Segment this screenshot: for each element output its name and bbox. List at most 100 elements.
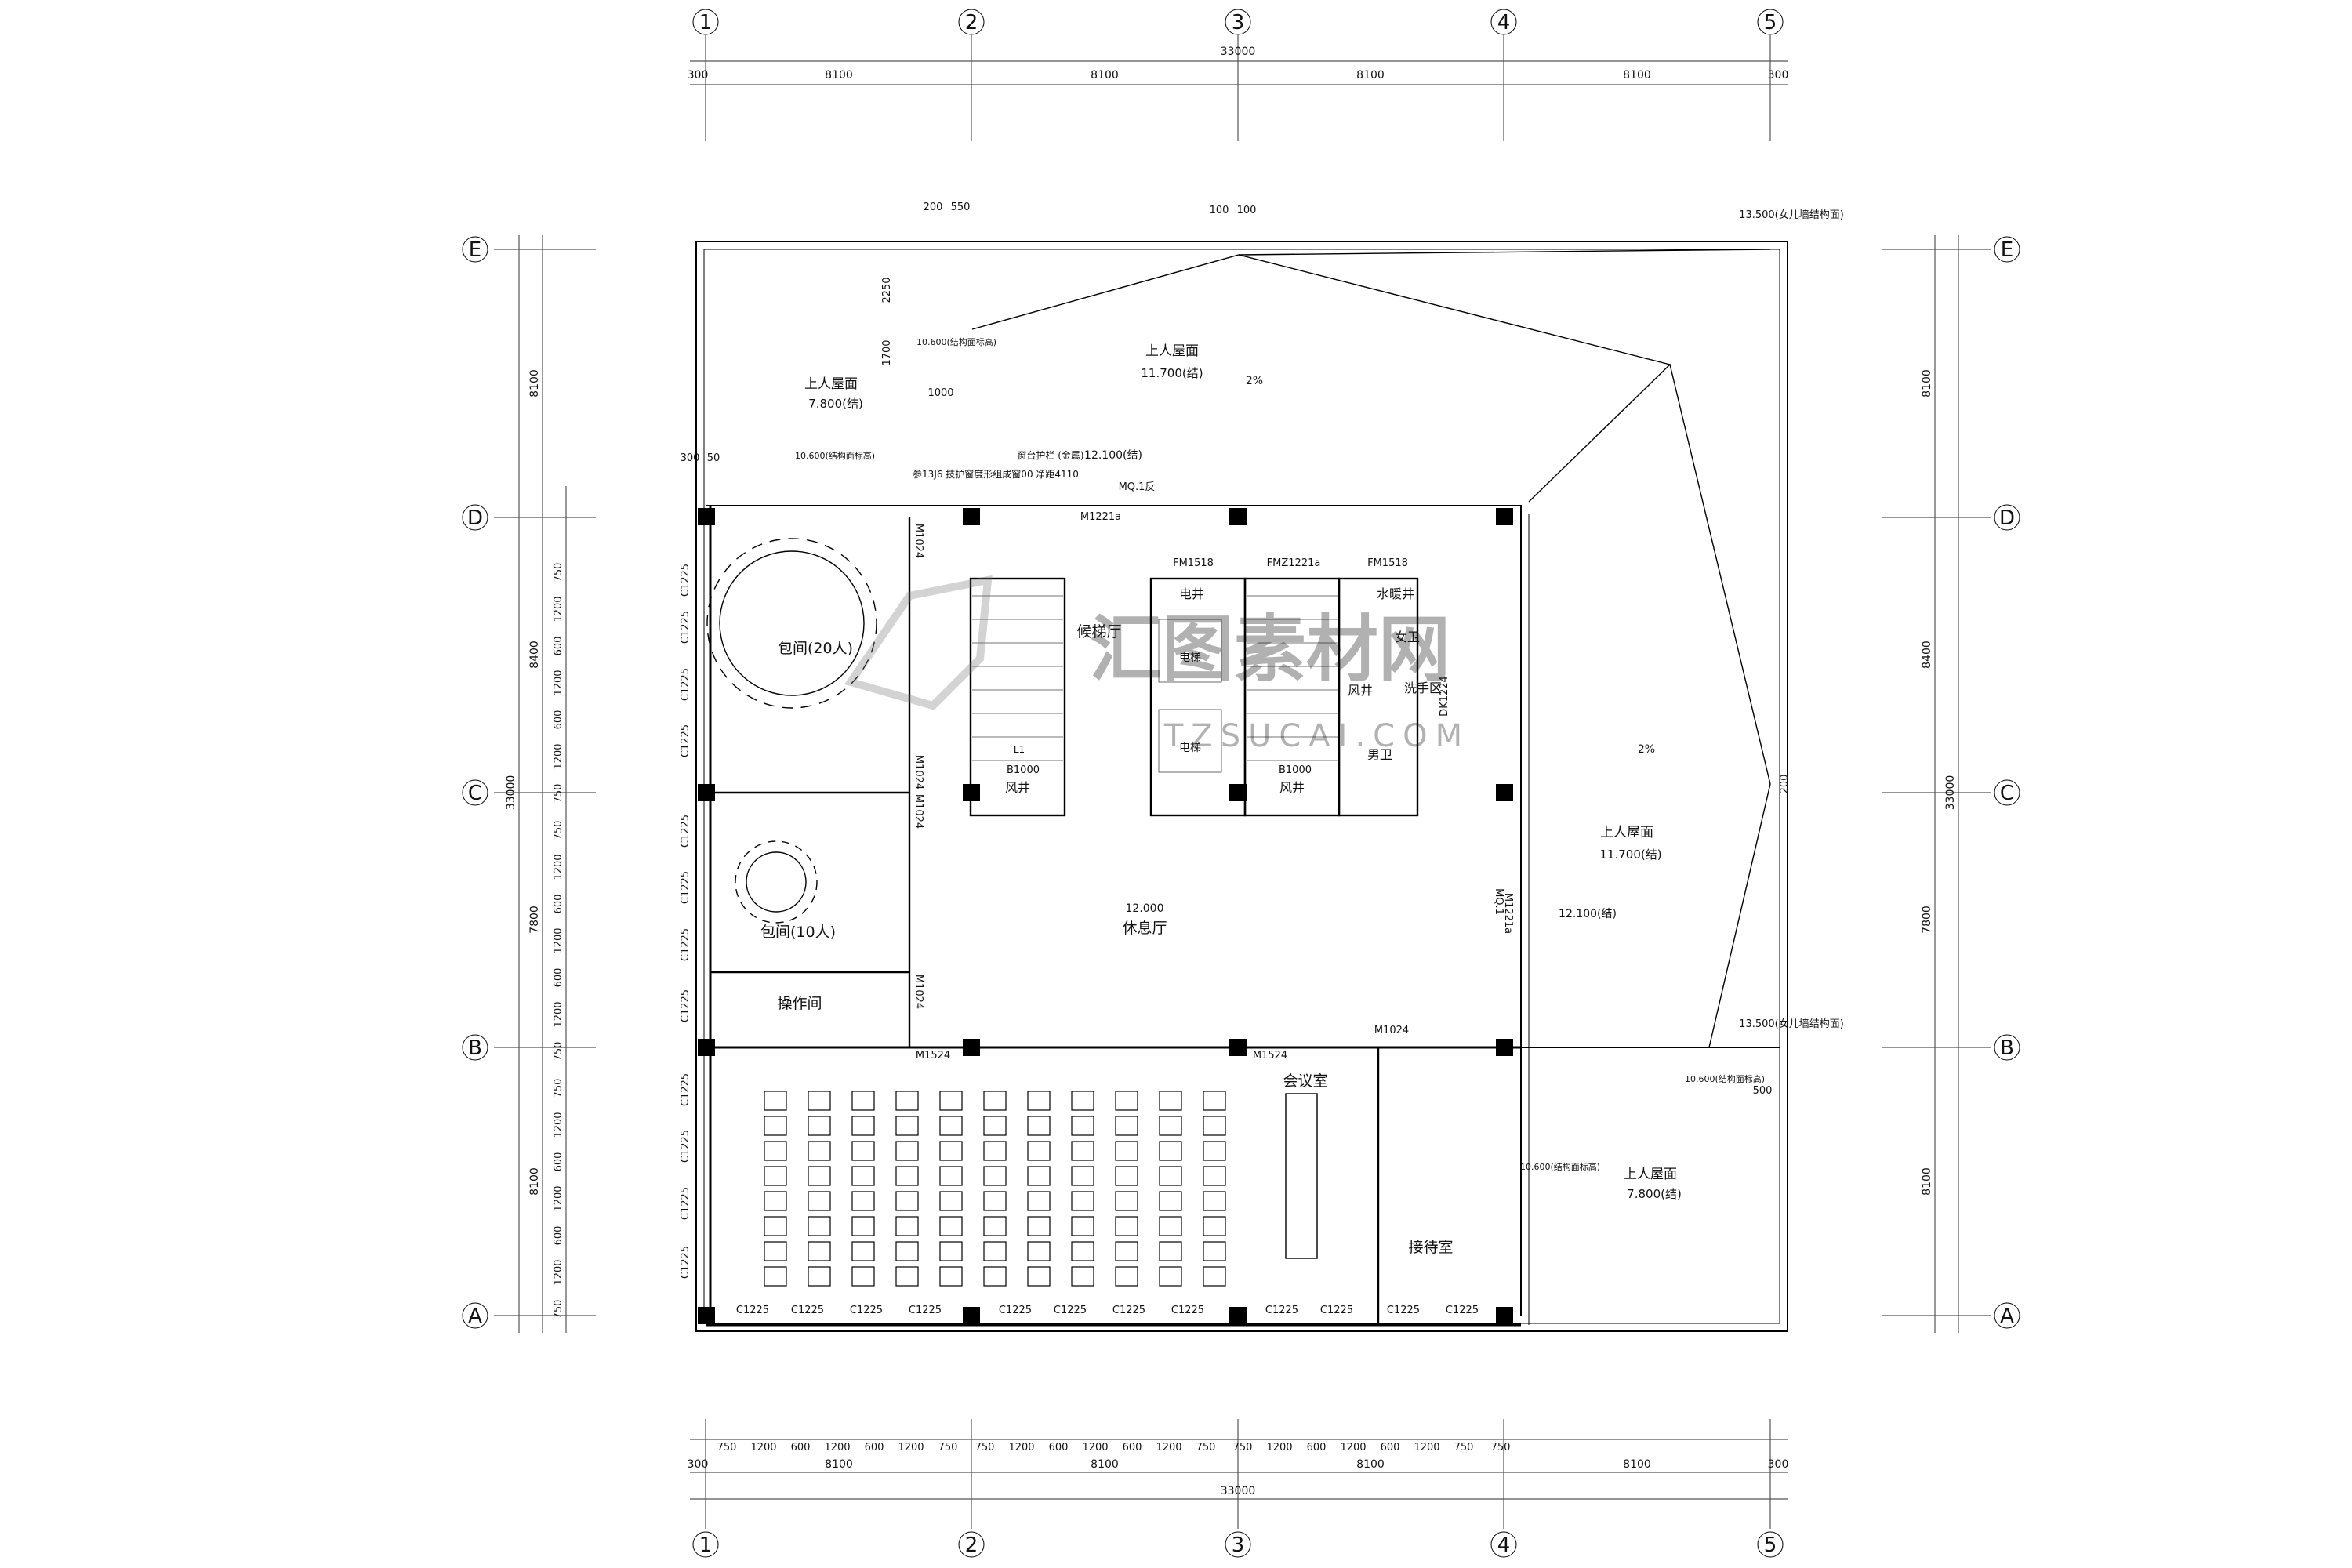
axis-col-1-top: 1 [699, 11, 713, 34]
meeting-seat [895, 1166, 919, 1186]
axis-col-2-top: 2 [965, 11, 978, 34]
meeting-seat [1159, 1141, 1182, 1161]
win-bottom-10: C1225 [1320, 1305, 1353, 1316]
parapet-low-elev-2: 10.600(结构面标高) [795, 450, 875, 461]
meeting-seat [851, 1141, 875, 1161]
win-left-5: C1225 [680, 815, 691, 848]
dim-total-right: 33000 [1944, 775, 1957, 811]
win-bottom-12: C1225 [1446, 1305, 1479, 1316]
meeting-seat [851, 1091, 875, 1111]
axis-grid-lines [494, 35, 1991, 1529]
door-b1000-1: B1000 [1007, 764, 1040, 776]
bottom-detail-dim: 750 [1454, 1442, 1474, 1454]
parapet-low-elev-1: 10.600(结构面标高) [916, 336, 996, 347]
detail-note: 参13J6 技护窗度形组成窗00 净距4110 [913, 468, 1079, 480]
meeting-seat [1071, 1191, 1094, 1211]
win-left-8: C1225 [680, 989, 691, 1022]
door-m1024-4: M1024 [913, 975, 924, 1009]
meeting-seat [895, 1116, 919, 1136]
door-m1221a-2: M1221a [1502, 893, 1514, 934]
meeting-seat [851, 1241, 875, 1261]
meeting-seat [1071, 1216, 1094, 1236]
roof-main-label: 上人屋面 [1145, 343, 1199, 359]
win-bottom-4: C1225 [909, 1305, 942, 1316]
room-elevator-hall: 候梯厅 [1076, 623, 1121, 641]
bottom-detail-dim: 750 [975, 1442, 995, 1454]
dim-left-2: 7800 [528, 906, 541, 934]
misc-100b: 100 [1237, 205, 1257, 216]
bottom-detail-dim: 600 [1123, 1442, 1142, 1454]
door-m1221a-1: M1221a [1080, 511, 1121, 523]
meeting-seat [1159, 1241, 1182, 1261]
win-bottom-5: C1225 [999, 1305, 1032, 1316]
room-wind-shaft-1: 风井 [1005, 780, 1030, 795]
left-detail-dim: 750 [553, 1042, 564, 1062]
meeting-seats [764, 1091, 1226, 1287]
bottom-detail-dim: 750 [717, 1442, 737, 1454]
meeting-seat [1027, 1166, 1051, 1186]
misc-500: 500 [1753, 1085, 1773, 1097]
door-m1024-3: M1024 [913, 794, 924, 829]
win-bottom-8: C1225 [1171, 1305, 1204, 1316]
bottom-detail-dim: 1200 [824, 1442, 850, 1454]
axis-row-b-right: B [2000, 1036, 2014, 1060]
meeting-seat [983, 1216, 1007, 1236]
door-m1024-5: M1024 [1374, 1025, 1409, 1036]
railing-note: 窗台护栏 (金属) [1017, 449, 1083, 461]
left-detail-dim: 1200 [553, 854, 564, 880]
meeting-seat [939, 1216, 963, 1236]
stair-hatch [972, 595, 1338, 773]
roof-right-low-elev: 7.800(结) [1627, 1187, 1682, 1201]
meeting-seat [1115, 1116, 1138, 1136]
dim-bottom-4: 8100 [1623, 1458, 1651, 1471]
left-detail-dim: 1200 [553, 1259, 564, 1285]
meeting-seat [764, 1241, 787, 1261]
meeting-seat [1027, 1091, 1051, 1111]
watermark: 汇图素材网 TZSUCAI.COM [844, 575, 1462, 754]
room-wind-shaft-2: 风井 [1279, 780, 1305, 795]
door-m1024-2: M1024 [913, 755, 924, 789]
meeting-seat [1115, 1241, 1138, 1261]
bottom-detail-dim: 1200 [1156, 1442, 1181, 1454]
meeting-seat [983, 1091, 1007, 1111]
dim-right-2: 7800 [1921, 906, 1933, 934]
parapet-top-elev: 13.500(女儿墙结构面) [1739, 209, 1844, 221]
win-left-10: C1225 [680, 1130, 691, 1163]
meeting-seat [1159, 1116, 1182, 1136]
room-private-20: 包间(20人) [778, 640, 853, 657]
meeting-seat [1115, 1191, 1138, 1211]
axis-row-d-left: D [467, 506, 483, 530]
meeting-seat [808, 1166, 831, 1186]
meeting-seat [764, 1091, 787, 1111]
meeting-seat [1027, 1191, 1051, 1211]
left-detail-dim: 1200 [553, 1112, 564, 1138]
win-bottom-6: C1225 [1054, 1305, 1087, 1316]
meeting-seat [764, 1266, 787, 1287]
axis-col-5-bottom: 5 [1764, 1534, 1777, 1557]
door-b1000-2: B1000 [1279, 764, 1312, 776]
dimension-numbers: 33000 300 8100 8100 8100 8100 300 300 81… [505, 45, 1957, 1497]
left-detail-dim: 600 [553, 1152, 564, 1172]
bottom-detail-dim: 600 [1381, 1442, 1400, 1454]
win-bottom-3: C1225 [850, 1305, 883, 1316]
meeting-seat [1027, 1266, 1051, 1287]
meeting-seat [1071, 1116, 1094, 1136]
meeting-seat [1071, 1166, 1094, 1186]
stair-label: L1 [1014, 744, 1025, 755]
meeting-seat [939, 1241, 963, 1261]
room-water-shaft: 水暖井 [1377, 586, 1414, 601]
win-left-7: C1225 [680, 928, 691, 961]
meeting-seat [1159, 1216, 1182, 1236]
meeting-seat [983, 1116, 1007, 1136]
bottom-detail-dim: 1200 [1008, 1442, 1034, 1454]
dim-total-bottom: 33000 [1221, 1485, 1256, 1497]
parapet-low-elev-4: 10.600(结构面标高) [1520, 1161, 1600, 1172]
meeting-seat [895, 1091, 919, 1111]
meeting-seat [851, 1216, 875, 1236]
misc-200: 200 [924, 201, 943, 213]
meeting-seat [895, 1216, 919, 1236]
left-detail-dim: 750 [553, 1079, 564, 1098]
axis-row-d-right: D [1999, 506, 2015, 530]
bottom-detail-dim: 1200 [750, 1442, 776, 1454]
meeting-seat [939, 1141, 963, 1161]
